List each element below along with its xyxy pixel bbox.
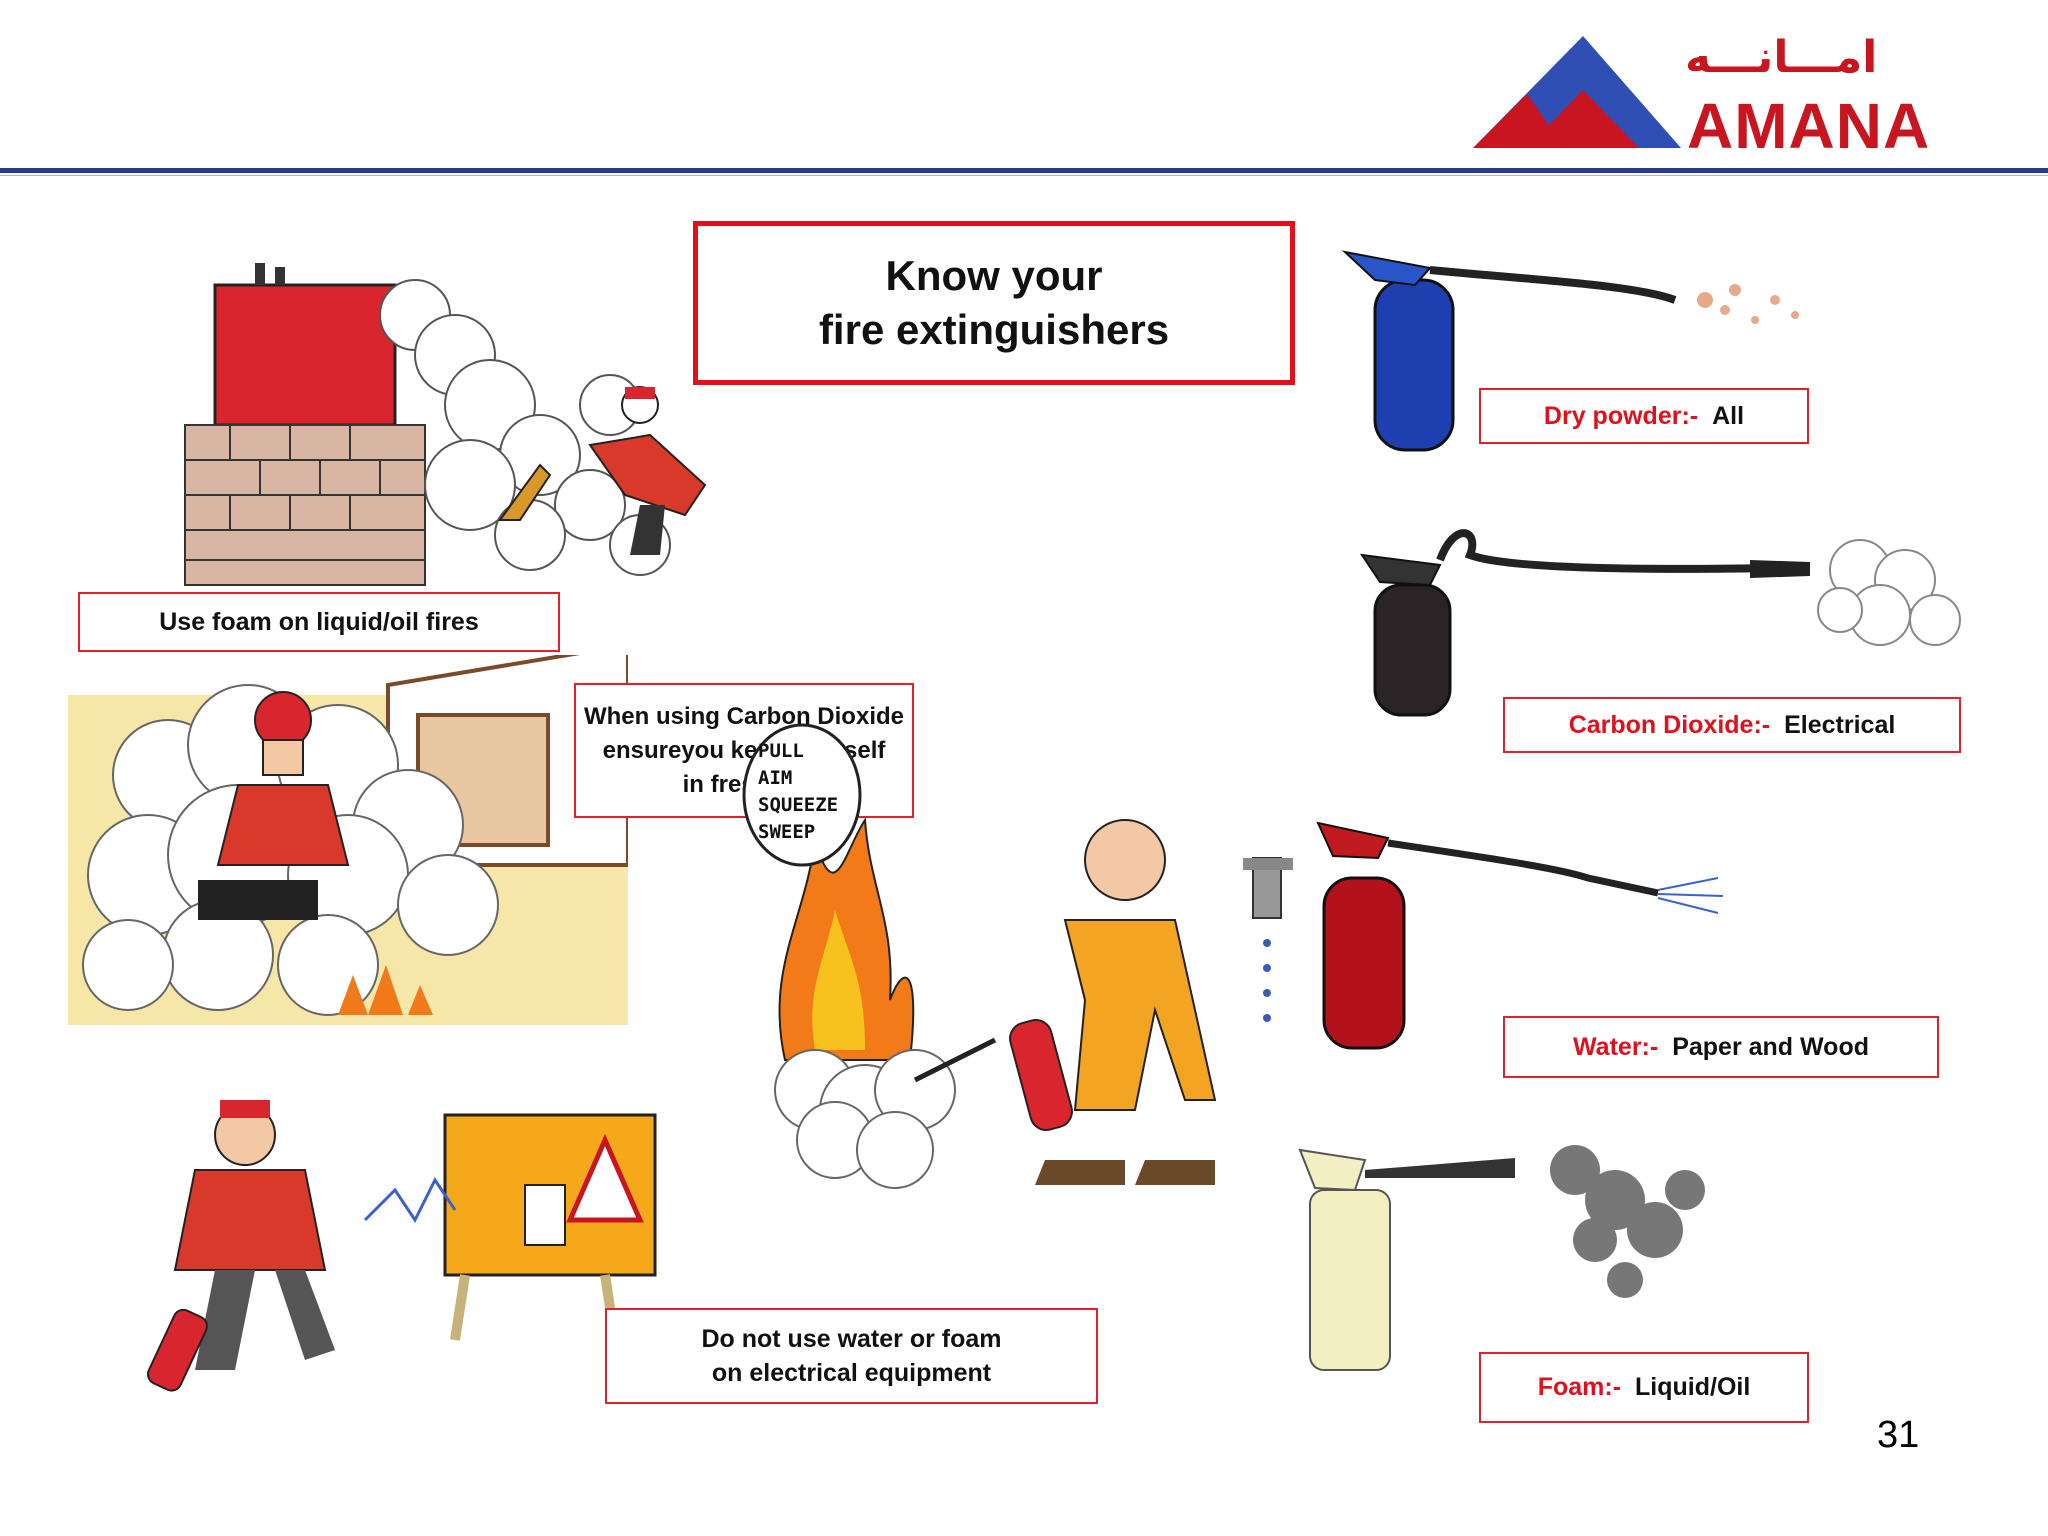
header-divider: [0, 168, 2048, 173]
co2-type: Carbon Dioxide:-: [1568, 710, 1771, 739]
logo-wordmark: AMANA: [1687, 90, 1931, 162]
page-number: 31: [1877, 1414, 1920, 1456]
co2-label: Carbon Dioxide:- Electrical: [1503, 697, 1961, 753]
foam-label: Foam:- Liquid/Oil: [1479, 1352, 1809, 1423]
header-divider-shadow: [0, 175, 2048, 176]
water-label: Water:- Paper and Wood: [1503, 1016, 1939, 1078]
pass-pull: PULL: [758, 740, 804, 762]
logo-mark-icon: [1473, 36, 1681, 148]
foam-oil-label-text: Use foam on liquid/oil fires: [159, 607, 479, 636]
co2-cloud-illustration: [68, 655, 628, 1025]
title-line-1: Know your: [885, 252, 1103, 299]
foam-oil-fire-illustration: [184, 263, 707, 586]
title-box: Know your fire extinguishers: [693, 221, 1295, 385]
dry-powder-label: Dry powder:- All: [1479, 388, 1809, 444]
pass-sweep: SWEEP: [758, 821, 816, 843]
logo-arabic-text: امـــانـــه: [1685, 32, 1878, 83]
dry-powder-extinguisher-illustration: [1341, 250, 1799, 452]
amana-logo: امـــانـــه AMANA: [1465, 32, 2035, 162]
co2-label-line-1: When using Carbon Dioxide: [583, 702, 904, 730]
foam-extinguisher-illustration: [1298, 1145, 1705, 1371]
electrical-label-line-1: Do not use water or foam: [701, 1325, 1002, 1353]
foam-use: Liquid/Oil: [1635, 1373, 1751, 1401]
co2-extinguisher-illustration: [1360, 529, 1961, 717]
foam-oil-label: Use foam on liquid/oil fires: [78, 592, 560, 652]
foam-type: Foam:-: [1537, 1373, 1622, 1401]
title-line-2: fire extinguishers: [818, 306, 1170, 353]
water-extinguisher-illustration: [1243, 821, 1724, 1050]
water-type: Water:-: [1573, 1032, 1659, 1061]
electrical-shock-illustration: [146, 1100, 657, 1392]
co2-use: Electrical: [1784, 710, 1896, 739]
pass-speech-bubble: [742, 723, 862, 867]
pass-technique-illustration: [742, 723, 1217, 1189]
electrical-warning-label: Do not use water or foam on electrical e…: [605, 1308, 1098, 1404]
pass-squeeze: SQUEEZE: [758, 794, 839, 816]
electrical-label-line-2: on electrical equipment: [711, 1359, 992, 1387]
pass-aim: AIM: [758, 767, 793, 789]
dry-powder-type: Dry powder:-: [1543, 401, 1699, 430]
dry-powder-use: All: [1712, 401, 1745, 430]
water-use: Paper and Wood: [1672, 1032, 1869, 1061]
pass-bubble-text: PULL AIM SQUEEZE SWEEP: [758, 738, 868, 846]
